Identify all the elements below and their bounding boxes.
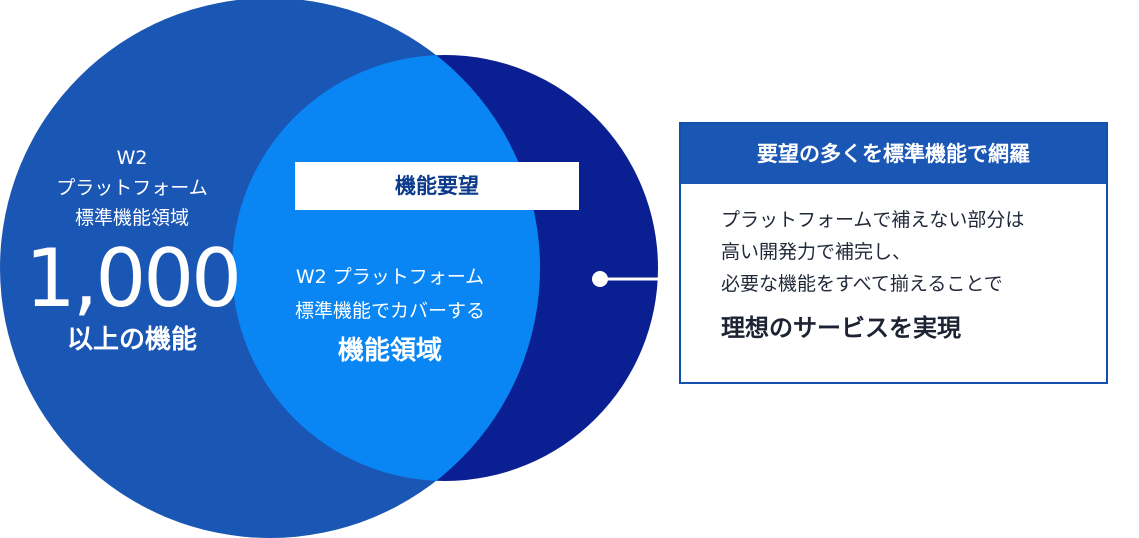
callout-line-2: 高い開発力で補完し、 (721, 241, 912, 263)
callout-body: プラットフォームで補えない部分は 高い開発力で補完し、 必要な機能をすべて揃える… (681, 184, 1106, 350)
left-line-1: W2 (116, 147, 148, 169)
left-line-2: プラットフォーム (56, 177, 208, 199)
overlap-text: W2 プラットフォーム 標準機能でカバーする 機能領域 (250, 260, 530, 370)
overlap-emphasis: 機能領域 (337, 336, 442, 366)
left-line-3: 標準機能領域 (74, 207, 189, 229)
connector-dot (592, 271, 608, 287)
callout-box: 要望の多くを標準機能で網羅 プラットフォームで補えない部分は 高い開発力で補完し… (679, 122, 1108, 384)
callout-line-3: 必要な機能をすべて揃えることで (721, 273, 1003, 295)
callout-line-1: プラットフォームで補えない部分は (721, 209, 1025, 231)
left-circle-text: W2 プラットフォーム 標準機能領域 1,000 以上の機能 (20, 143, 244, 355)
overlap-line-2: 標準機能でカバーする (294, 300, 485, 322)
overlap-line-1: W2 プラットフォーム (295, 266, 485, 288)
callout-emphasis: 理想のサービスを実現 (721, 314, 961, 342)
feature-count: 1,000 (24, 232, 242, 325)
overlap-region (232, 55, 540, 481)
overlap-label: 機能要望 (295, 162, 579, 210)
feature-count-suffix: 以上の機能 (66, 325, 197, 355)
callout-title: 要望の多くを標準機能で網羅 (681, 124, 1106, 184)
